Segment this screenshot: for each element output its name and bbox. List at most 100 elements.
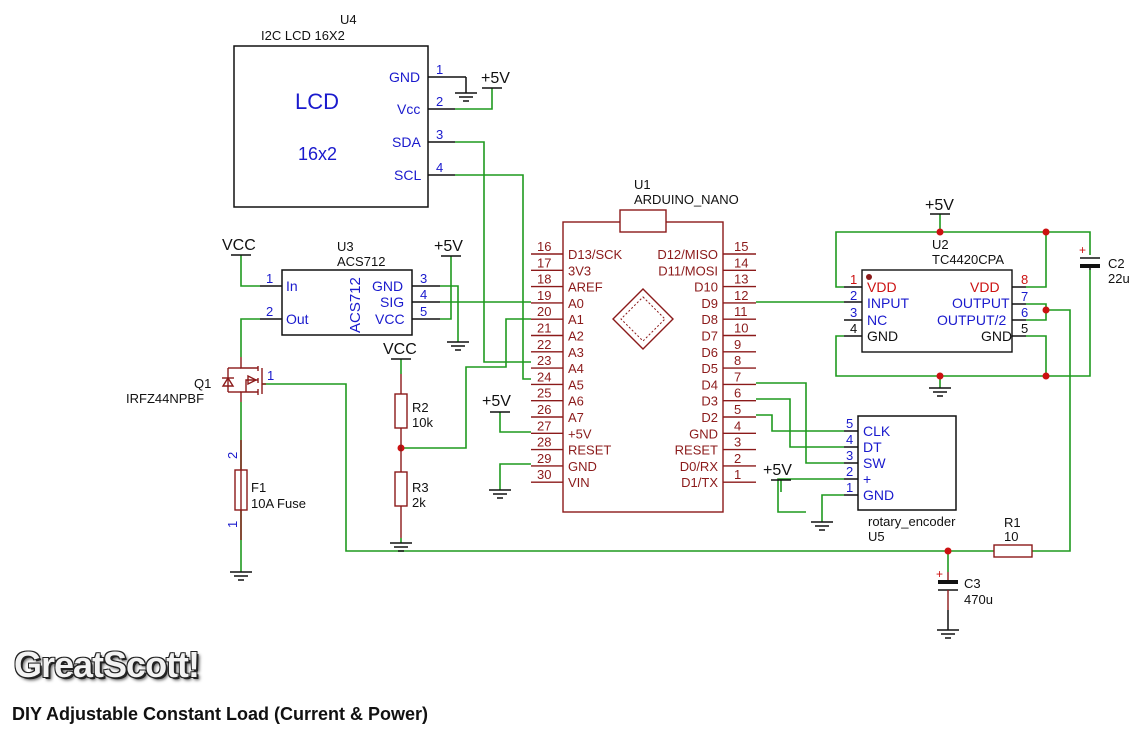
acs-value: ACS712 [337, 254, 385, 269]
mosfet-q1[interactable]: Q1 IRFZ44NPBF 1 [126, 357, 274, 406]
tc-pin-name: GND [981, 328, 1012, 344]
r3-ref: R3 [412, 480, 429, 495]
acs-pin-num: 5 [420, 304, 427, 319]
nano-pin-name: GND [568, 459, 597, 474]
nano-pin-name: D2 [701, 410, 718, 425]
fuse-f1[interactable]: 2 1 F1 10A Fuse [225, 440, 306, 540]
nano-pin-num: 11 [734, 304, 748, 319]
enc-pin-name: CLK [863, 423, 891, 439]
tc4420-driver[interactable]: U2 TC4420CPA VDD INPUT NC GND 1 2 3 4 VD… [844, 237, 1028, 353]
nano-pin-num: 3 [734, 435, 741, 450]
nano-pin-num: 2 [734, 451, 741, 466]
lcd-pin-num: 4 [436, 160, 443, 175]
page-title: DIY Adjustable Constant Load (Current & … [12, 704, 429, 724]
capacitor-c3[interactable]: + C3 470u [936, 567, 993, 610]
enc-pin-num: 2 [846, 464, 853, 479]
nano-pin-name: A7 [568, 410, 584, 425]
nano-left-pins: 16D13/SCK173V318AREF19A020A121A222A323A4… [531, 239, 623, 490]
resistor-r2[interactable]: R2 10k [394, 374, 433, 448]
fuse-pin-num: 1 [225, 521, 240, 528]
lcd-pin-name: SDA [392, 134, 421, 150]
lcd-size: 16x2 [298, 144, 337, 164]
nano-pin-name: D0/RX [680, 459, 719, 474]
r1-value: 10 [1004, 529, 1018, 544]
fuse-ref: F1 [251, 480, 266, 495]
nano-pin-name: A6 [568, 394, 584, 409]
nano-pin-num: 27 [537, 418, 551, 433]
nano-pin-num: 26 [537, 402, 551, 417]
tc-5v-label: +5V [925, 197, 954, 214]
lcd-title: LCD [295, 89, 339, 114]
tc-pin-num: 3 [850, 305, 857, 320]
capacitor-c2[interactable]: + C2 22u [1079, 243, 1130, 286]
lcd-pin-name: SCL [394, 167, 421, 183]
tc-pin-num: 1 [850, 272, 857, 287]
enc-pin-name: GND [863, 487, 894, 503]
enc-pin-num: 5 [846, 416, 853, 431]
nano-pin-num: 9 [734, 337, 741, 352]
acs712-module[interactable]: U3 ACS712 In Out 1 2 GND SIG VCC 3 4 5 A… [260, 239, 440, 336]
r1-ref: R1 [1004, 515, 1021, 530]
tc-pin-num: 4 [850, 321, 857, 336]
lcd-ref: U4 [340, 12, 357, 27]
nano-pin-num: 21 [537, 321, 551, 336]
nano-pin-name: D1/TX [681, 475, 718, 490]
nano-pin-num: 20 [537, 304, 551, 319]
nano-pin-name: A2 [568, 329, 584, 344]
nano-right-pins: 15D12/MISO14D11/MOSI13D1012D911D810D79D6… [657, 239, 756, 490]
nano-pin-num: 24 [537, 369, 551, 384]
acs-pin-num: 4 [420, 287, 427, 302]
enc-5v-label: +5V [763, 462, 792, 479]
nano-pin-num: 8 [734, 353, 741, 368]
nano-pin-num: 1 [734, 467, 741, 482]
nano-pin-name: A1 [568, 312, 584, 327]
nano-pin-name: D11/MOSI [658, 263, 718, 278]
lcd-module[interactable]: U4 I2C LCD 16X2 LCD 16x2 GND Vcc SDA SCL… [233, 12, 455, 208]
fuse-pin-num: 2 [225, 452, 240, 459]
nano-pin-name: VIN [568, 475, 590, 490]
lcd-value: I2C LCD 16X2 [261, 28, 345, 43]
nano-pin-num: 19 [537, 288, 551, 303]
tc-pin-name: VDD [867, 279, 897, 295]
nano-pin-name: +5V [568, 426, 592, 441]
enc-pin-num: 3 [846, 448, 853, 463]
tc-pin-num: 7 [1021, 289, 1028, 304]
nano-pin-name: D3 [701, 394, 718, 409]
nano-pin-name: GND [689, 426, 718, 441]
c3-polarity: + [936, 567, 943, 581]
tc-pin-name: NC [867, 312, 887, 328]
tc-pin-num: 5 [1021, 321, 1028, 336]
c3-ref: C3 [964, 576, 981, 591]
rotary-encoder[interactable]: CLK DT SW + GND 5 4 3 2 1 rotary_encoder… [844, 415, 957, 544]
r2-vcc-label: VCC [383, 341, 417, 358]
q1-ref: Q1 [194, 376, 211, 391]
resistor-r3[interactable]: R3 2k [394, 448, 429, 538]
nano-pin-num: 23 [537, 353, 551, 368]
q1-pin-num: 1 [267, 368, 274, 383]
acs-pin-num: 3 [420, 271, 427, 286]
tc-pin-name: GND [867, 328, 898, 344]
enc-pin-name: SW [863, 455, 886, 471]
nano-pin-name: D8 [701, 312, 718, 327]
lcd-5v-label: +5V [481, 70, 510, 87]
tc-value: TC4420CPA [932, 252, 1004, 267]
nano-pin-name: RESET [675, 443, 718, 458]
tc-pin-num: 2 [850, 288, 857, 303]
enc-ref: U5 [868, 529, 885, 544]
tc-pin-name: INPUT [867, 295, 909, 311]
resistor-r1[interactable]: R1 10 [993, 515, 1033, 558]
nano-pin-name: D4 [701, 377, 718, 392]
arduino-nano[interactable]: U1 ARDUINO_NANO 16D13/SCK173V318AREF19A0… [531, 177, 756, 513]
q1-value: IRFZ44NPBF [126, 391, 204, 406]
lcd-pin-num: 1 [436, 62, 443, 77]
acs-vcc-label: VCC [222, 237, 256, 254]
wires [240, 88, 1091, 572]
acs-pin-num: 1 [266, 271, 273, 286]
acs-pin-num: 2 [266, 304, 273, 319]
c2-value: 22u [1108, 271, 1130, 286]
nano-pin-name: A5 [568, 377, 584, 392]
nano-pin-num: 5 [734, 402, 741, 417]
acs-5v-label: +5V [434, 238, 463, 255]
nano-pin-num: 30 [537, 467, 551, 482]
